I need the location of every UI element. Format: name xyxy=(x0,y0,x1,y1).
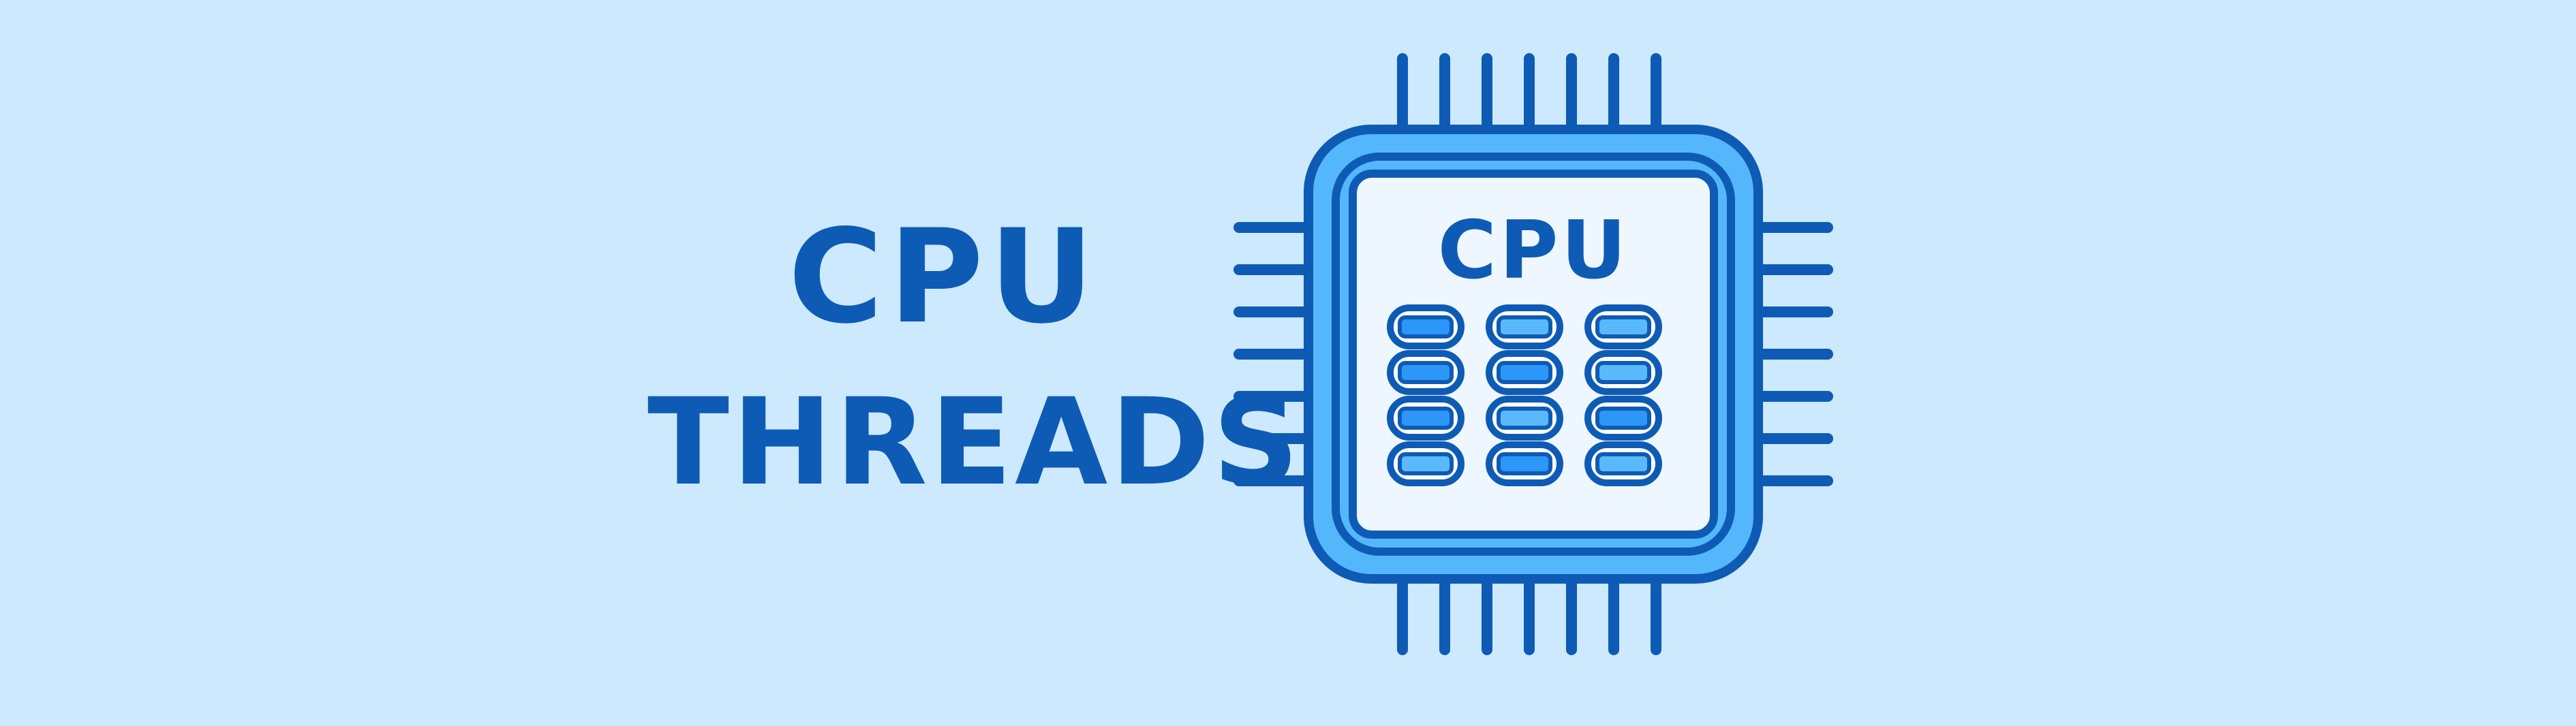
chip-cpu-label: CPU xyxy=(1438,203,1629,297)
headline: CPU THREADS xyxy=(647,202,1299,503)
thread-bar xyxy=(1398,407,1454,430)
thread-bar xyxy=(1595,407,1651,430)
thread-bar xyxy=(1595,452,1651,475)
headline-threads: THREADS xyxy=(647,373,1302,512)
thread-grid xyxy=(1387,304,1662,486)
cpu-chip-icon: CPU xyxy=(1233,53,1833,655)
thread-bar xyxy=(1398,452,1454,475)
chip-pins-bottom xyxy=(1397,571,1661,655)
thread-bar xyxy=(1497,452,1552,475)
headline-cpu: CPU xyxy=(788,202,1100,352)
thread-bar xyxy=(1595,315,1651,338)
thread-bar xyxy=(1497,361,1552,384)
chip-pins-right xyxy=(1750,222,1833,486)
thread-bar xyxy=(1497,407,1552,430)
thread-bar xyxy=(1398,361,1454,384)
chip-pins xyxy=(1233,53,1833,655)
thread-bar xyxy=(1595,361,1651,384)
chip-pins-left xyxy=(1233,222,1317,486)
thread-bar xyxy=(1497,315,1552,338)
chip-pins-top xyxy=(1397,53,1661,138)
thread-bar xyxy=(1398,315,1454,338)
